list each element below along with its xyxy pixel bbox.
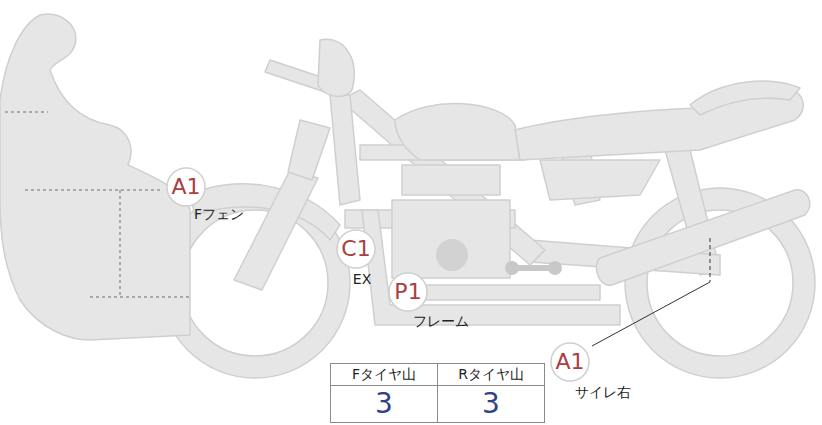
callout-number: A1 xyxy=(555,351,584,373)
callout-circle: C1 xyxy=(336,229,376,269)
part-name: サイレ右 xyxy=(575,385,631,400)
table-value: 3 xyxy=(482,390,500,418)
callout-circle: A1 xyxy=(166,167,206,207)
callout-circle-shape xyxy=(389,273,427,311)
table-header: Rタイヤ山 xyxy=(458,367,524,381)
table-header: Fタイヤ山 xyxy=(352,367,416,381)
callout-number: P1 xyxy=(394,281,421,303)
part-name: EX xyxy=(353,272,371,287)
part-name: フレーム xyxy=(413,314,469,329)
table-value: 3 xyxy=(375,390,393,418)
part-name: Fフェン xyxy=(194,207,244,222)
callout-circle: P1 xyxy=(388,272,428,312)
callout-circle-shape xyxy=(337,230,375,268)
callout-circle-shape xyxy=(167,168,205,206)
callout-circle: A1 xyxy=(550,342,590,382)
callout-number: C1 xyxy=(341,238,370,260)
callout-circle-shape xyxy=(551,343,589,381)
callout-number: A1 xyxy=(171,176,200,198)
